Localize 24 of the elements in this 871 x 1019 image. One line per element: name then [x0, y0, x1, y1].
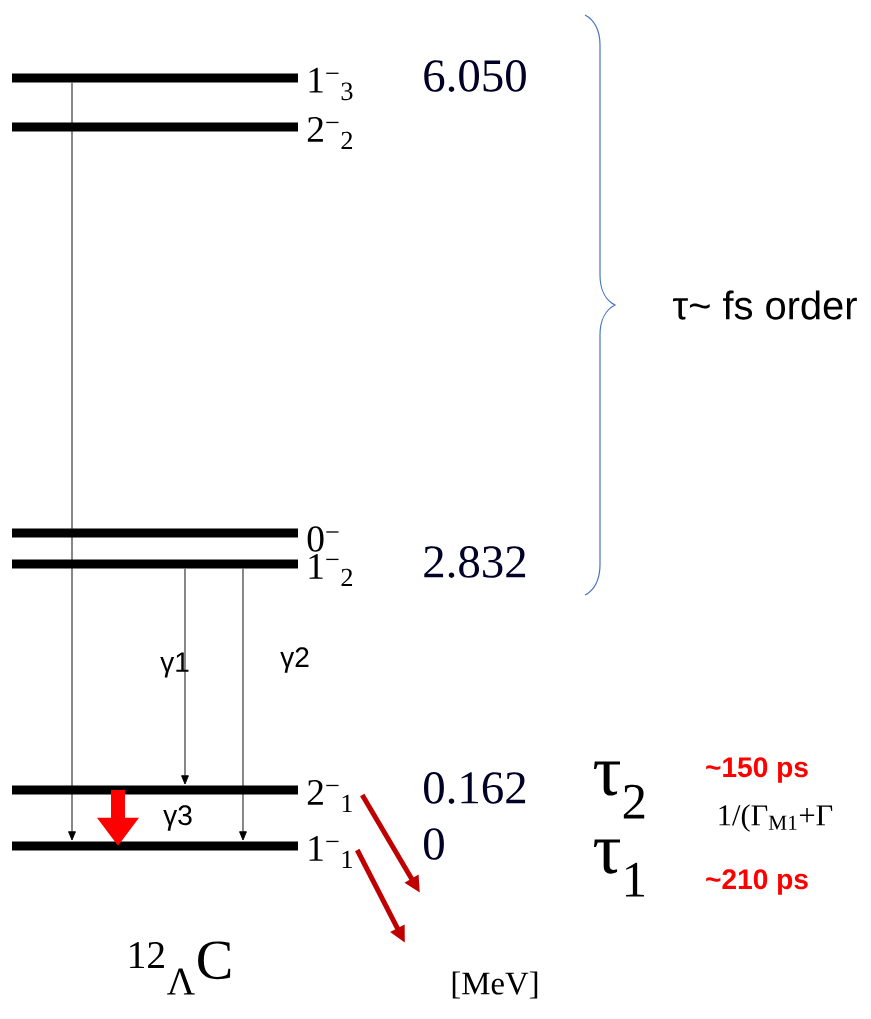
- lifetime-symbol: τ$_{1}$: [594, 839, 644, 897]
- level-label: 1$^{−}$3: [309, 67, 353, 101]
- lifetime-symbol: τ$_{2}$: [594, 761, 645, 819]
- energy-value: 0: [424, 828, 444, 860]
- edge-label: γ1: [160, 652, 189, 678]
- nucleus-label: 12$_{Λ}$C: [130, 941, 231, 995]
- level-label: 1$^{−}$2: [309, 553, 353, 587]
- energy-value: 0.162: [424, 772, 526, 804]
- edge-label: γ2: [280, 647, 309, 673]
- level-label: 2$^{−}$1: [307, 779, 352, 813]
- edge-label: γ3: [163, 805, 192, 831]
- lifetime-value: ~150 ps: [706, 757, 808, 783]
- energy-value: 2.832: [424, 546, 526, 578]
- gamma-arrow: [239, 568, 247, 841]
- gamma-arrow: [68, 82, 76, 841]
- energy-value: 6.050: [424, 60, 526, 92]
- gamma-arrow: [181, 568, 189, 785]
- lifetime-value: ~210 ps: [706, 869, 808, 895]
- level-label: 1$^{−}$1: [309, 836, 352, 868]
- level-label: 2$^{−}$2: [307, 116, 353, 150]
- level-label: 0$^{−}$: [307, 526, 339, 552]
- unit-label: [MeV]: [452, 971, 538, 999]
- annotation-text: τ~ fs order: [673, 290, 857, 320]
- annotation-text: 1/(Γ$_{M1}$+Γ: [719, 804, 833, 832]
